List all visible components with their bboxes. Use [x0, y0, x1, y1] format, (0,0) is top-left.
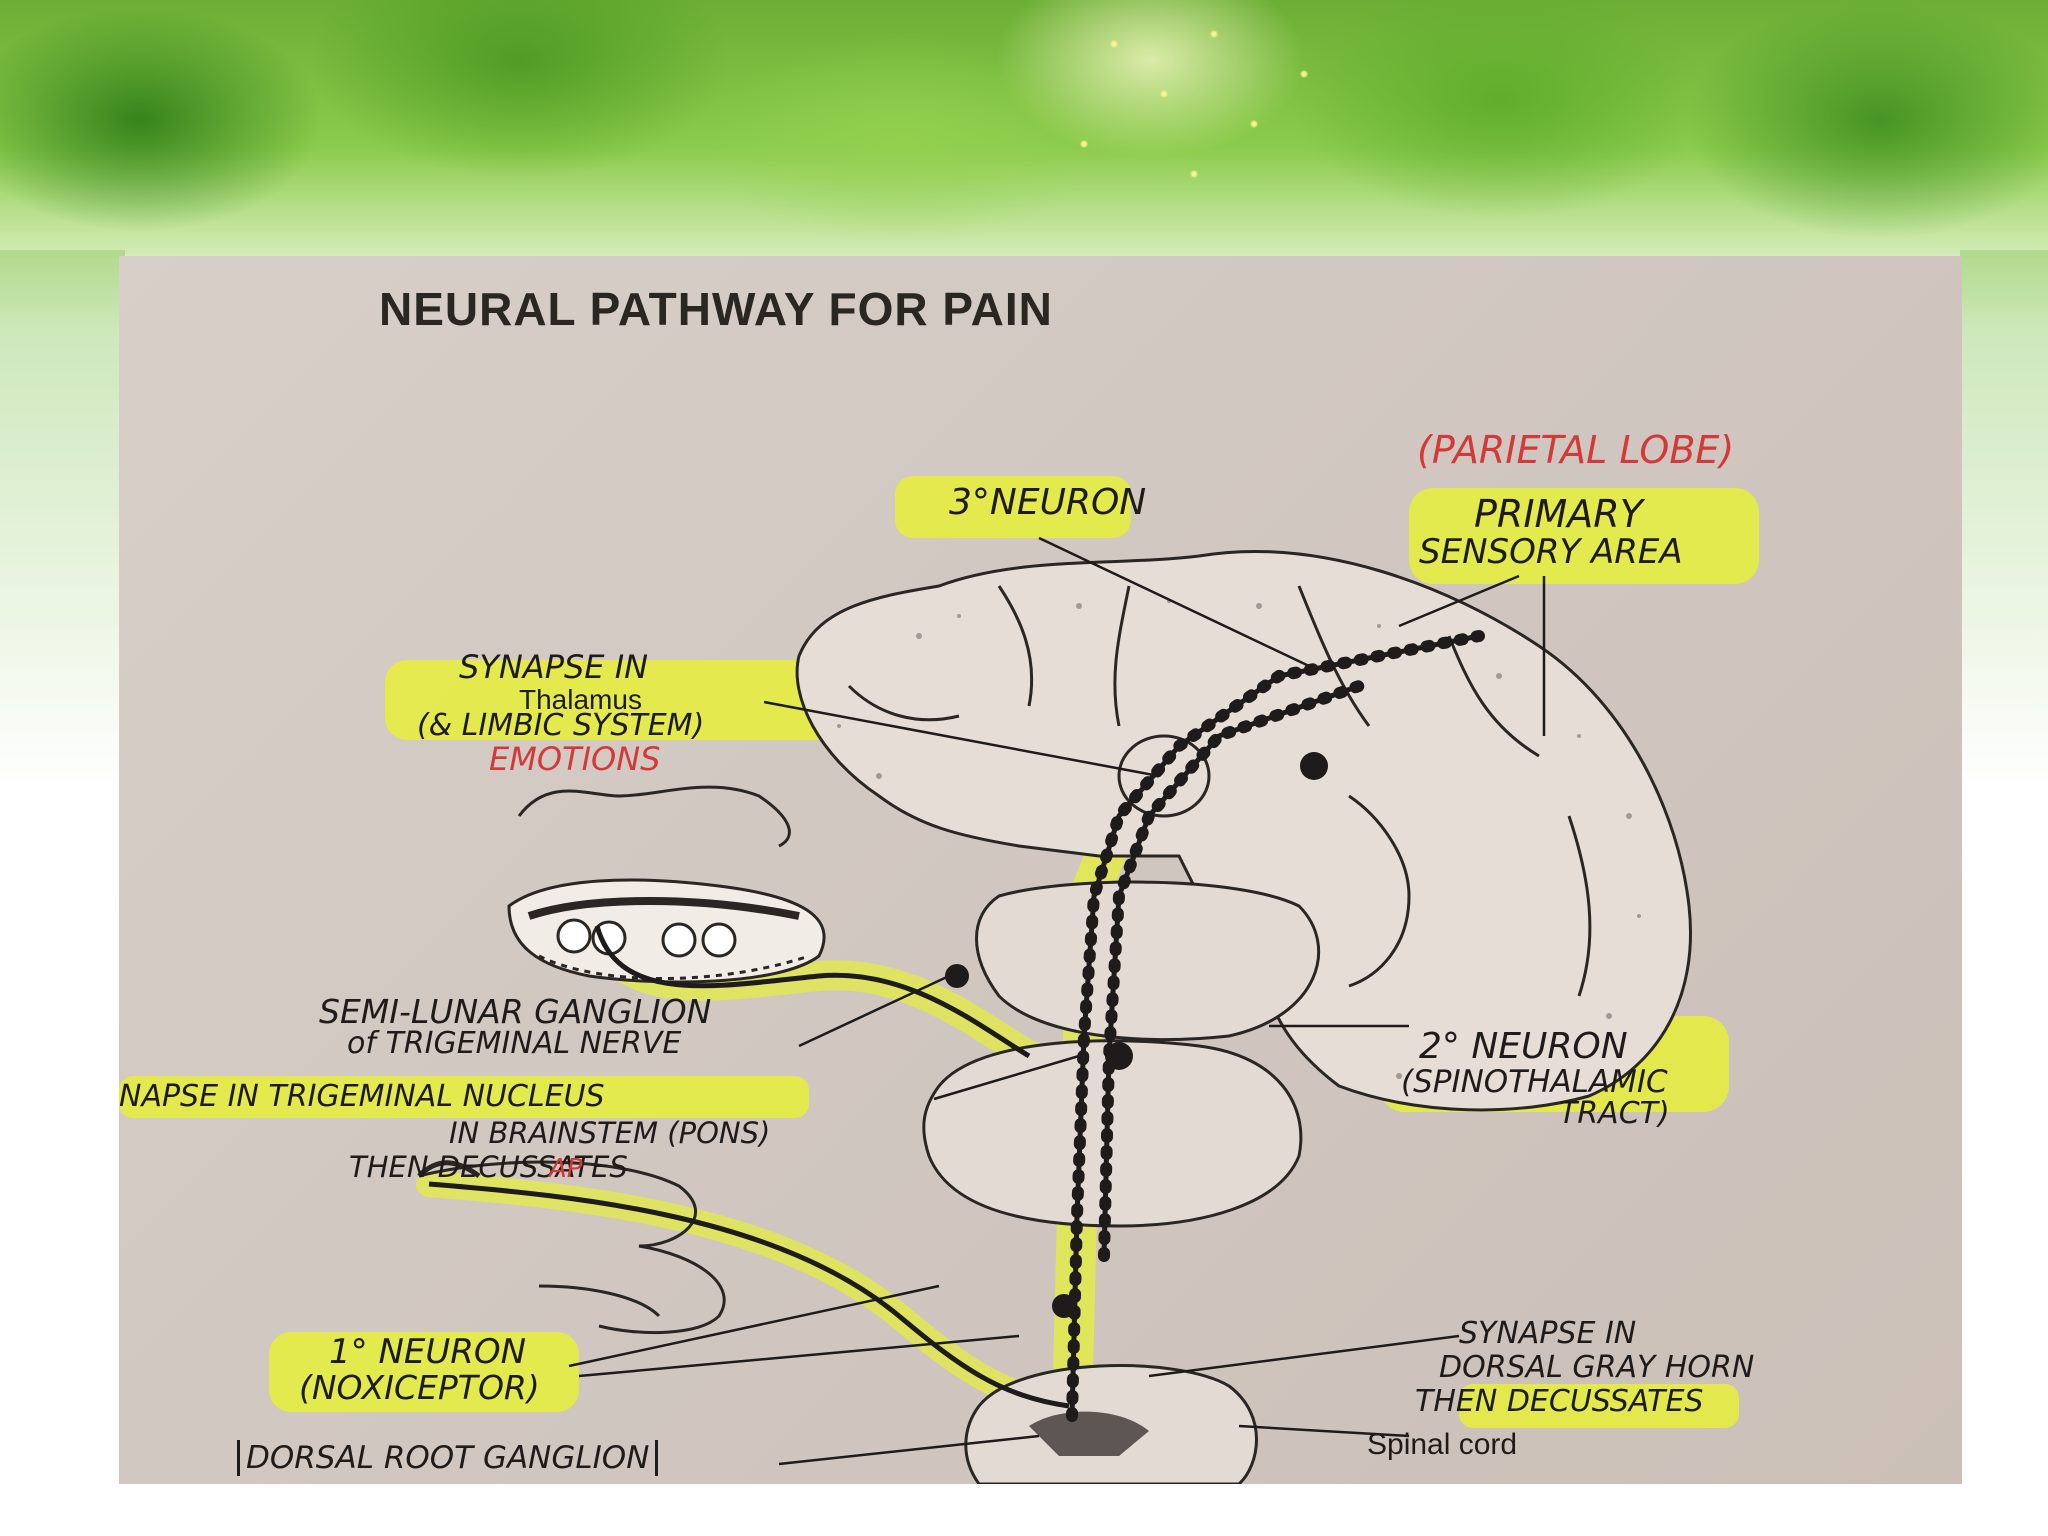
spinothalamic-label-1: (SPINOTHALAMIC: [1401, 1064, 1668, 1100]
ganglia: [945, 752, 1328, 1318]
thalamus-label: Thalamus: [519, 684, 642, 715]
brain-outline: [795, 550, 1692, 1112]
sparkle: [1190, 170, 1198, 178]
emotions-label: EMOTIONS: [489, 740, 661, 778]
side-fade-right: [1960, 250, 2048, 1150]
sparkle: [1110, 40, 1118, 48]
sparkle: [1210, 30, 1218, 38]
semilunar-ganglion-dot: [945, 964, 969, 988]
dorsal-synapse-label-3: THEN DECUSSATES: [1415, 1384, 1704, 1419]
sparkle: [1160, 90, 1168, 98]
trigeminal-nucleus-dot: [1105, 1042, 1133, 1070]
finger-drawing: [417, 1160, 726, 1335]
second-neuron-label: 2° NEURON: [1419, 1026, 1628, 1067]
spinal-cord-label: Spinal cord: [1367, 1428, 1518, 1461]
pointer-lines: [568, 536, 1546, 1466]
thalamus-shape: [1117, 734, 1211, 818]
neuron-pathway: [428, 630, 1485, 1422]
semilunar-label-2: of TRIGEMINAL NERVE: [347, 1026, 682, 1061]
spinothalamic-label-2: TRACT): [1559, 1096, 1670, 1131]
dorsal-root-ganglion-dot: [1052, 1294, 1076, 1318]
sparkle: [1080, 140, 1088, 148]
first-neuron-label: 1° NEURON: [329, 1332, 527, 1372]
page-title: NEURAL PATHWAY FOR PAIN: [379, 283, 1053, 335]
primary-label: PRIMARY: [1474, 492, 1643, 536]
midbrain-shape: [975, 880, 1321, 1042]
sparkle: [1300, 70, 1308, 78]
sensory-area-label: SENSORY AREA: [1419, 532, 1683, 572]
third-neuron-label: 3°NEURON: [949, 482, 1147, 523]
trigeminal-nucleus-label-2: IN BRAINSTEM (PONS): [449, 1116, 771, 1150]
side-fade-left: [0, 250, 125, 1150]
semilunar-label-1: SEMI-LUNAR GANGLION: [319, 992, 712, 1031]
dorsal-synapse-label-1: SYNAPSE IN: [1459, 1316, 1637, 1351]
parietal-lobe-label: (PARIETAL LOBE): [1417, 428, 1735, 472]
trigeminal-nucleus-label-1: NAPSE IN TRIGEMINAL NUCLEUS: [119, 1079, 605, 1114]
noxiceptor-label: (NOXICEPTOR): [299, 1368, 540, 1407]
trigeminal-nucleus-label-3: THEN DECUSSATES: [349, 1150, 628, 1184]
thalamus-synapse-dot: [1300, 752, 1328, 780]
dorsal-root-ganglion-label: DORSAL ROOT GANGLION: [237, 1440, 659, 1476]
pain-pathway-diagram: [119, 476, 1759, 1484]
ap-label: AP: [549, 1154, 583, 1184]
gray-matter: [1029, 1411, 1149, 1456]
dorsal-synapse-label-2: DORSAL GRAY HORN: [1439, 1350, 1755, 1385]
face-drawing: [507, 785, 826, 984]
sparkle: [1250, 120, 1258, 128]
synapse-thalamus-label: SYNAPSE IN: [459, 648, 649, 686]
diagram-photo: NEURAL PATHWAY FOR PAIN: [119, 256, 1962, 1484]
limbic-system-label: (& LIMBIC SYSTEM): [417, 708, 705, 743]
